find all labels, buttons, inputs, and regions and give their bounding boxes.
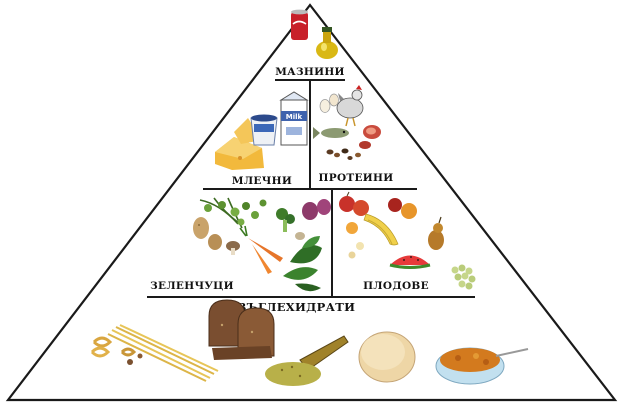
mushroom-icon: [226, 241, 240, 255]
svg-text:Milk: Milk: [286, 113, 303, 121]
label-proteins: ПРОТЕИНИ: [319, 172, 394, 184]
meat-icon: [359, 125, 381, 149]
milk-carton-icon: Milk: [279, 91, 309, 146]
spinach-icon: [283, 236, 322, 292]
grapes-icon: [451, 264, 476, 290]
fish-icon: [313, 127, 349, 139]
carrot-icon: [239, 225, 283, 274]
pasta-icon: [90, 324, 219, 382]
watermelon-icon: [389, 255, 431, 269]
pear-icon: [428, 216, 444, 250]
chicken-icon: [336, 85, 364, 127]
tortilla-icon: [358, 331, 416, 383]
egg-icon: [319, 93, 339, 113]
broccoli-icon: [276, 208, 295, 232]
fruit-slices-icon: [348, 242, 364, 259]
oil-bottle-icon: [316, 27, 338, 59]
label-fats: МАЗНИНИ: [275, 66, 345, 78]
label-dairy: МЛЕЧНИ: [232, 175, 292, 187]
apple-icon: [339, 191, 402, 216]
yogurt-cup-icon: [250, 114, 278, 146]
cheese-icon: [215, 118, 264, 170]
potato-icon: [193, 217, 222, 250]
label-fruits: ПЛОДОВЕ: [363, 280, 429, 292]
orange-icon: [346, 203, 417, 234]
cereal-bowl-icon: [435, 347, 529, 385]
pyramid-outline: [5, 3, 618, 402]
banana-icon: [363, 213, 399, 246]
onion-icon: [295, 199, 331, 240]
herbs-icon: [199, 197, 267, 229]
grain-scoop-icon: [265, 335, 349, 386]
label-vegetables: ЗЕЛЕНЧУЦИ: [150, 280, 234, 292]
bread-icon: [208, 299, 275, 360]
cola-can-icon: [291, 9, 308, 40]
beans-icon: [326, 148, 361, 160]
